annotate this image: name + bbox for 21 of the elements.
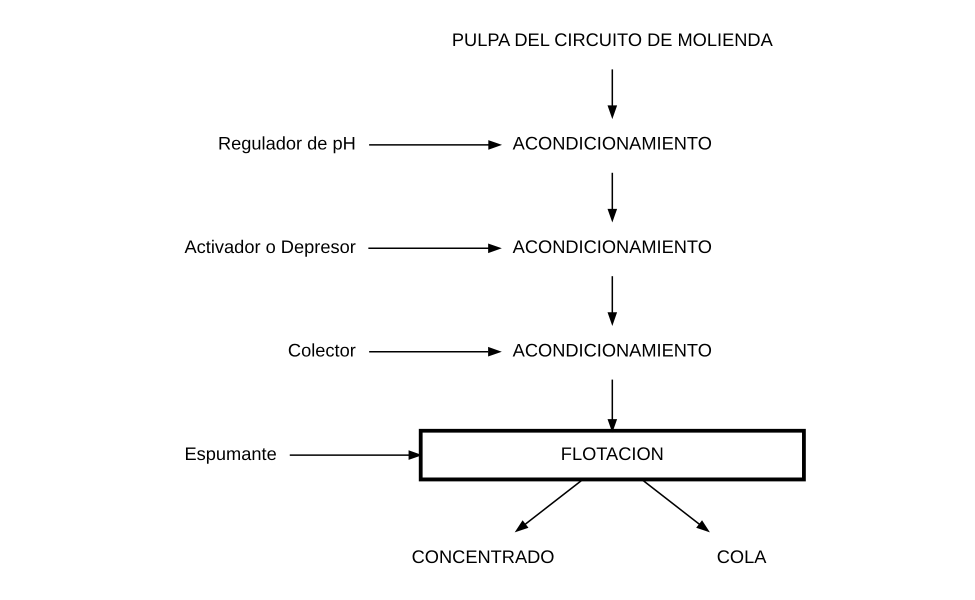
arrow <box>607 380 617 433</box>
arrow <box>289 450 422 460</box>
node-text: Colector <box>287 339 356 360</box>
arrow <box>607 172 617 223</box>
node-text: Regulador de pH <box>217 132 356 154</box>
arrow <box>607 69 617 120</box>
node-text: ACONDICIONAMIENTO <box>512 132 712 154</box>
node-text: ACONDICIONAMIENTO <box>512 236 712 258</box>
arrow <box>607 276 617 326</box>
node-box: FLOTACION <box>418 428 806 482</box>
node-text: ACONDICIONAMIENTO <box>512 339 712 360</box>
arrow <box>641 479 710 532</box>
node-text: COLA <box>716 546 766 568</box>
node-text: CONCENTRADO <box>411 546 554 568</box>
arrow <box>368 244 502 254</box>
node-text: Activador o Depresor <box>184 236 356 258</box>
arrow <box>368 346 502 356</box>
node-text: PULPA DEL CIRCUITO DE MOLIENDA <box>451 29 772 50</box>
node-text: Espumante <box>184 442 276 464</box>
arrow <box>368 140 502 150</box>
arrow <box>514 479 582 532</box>
